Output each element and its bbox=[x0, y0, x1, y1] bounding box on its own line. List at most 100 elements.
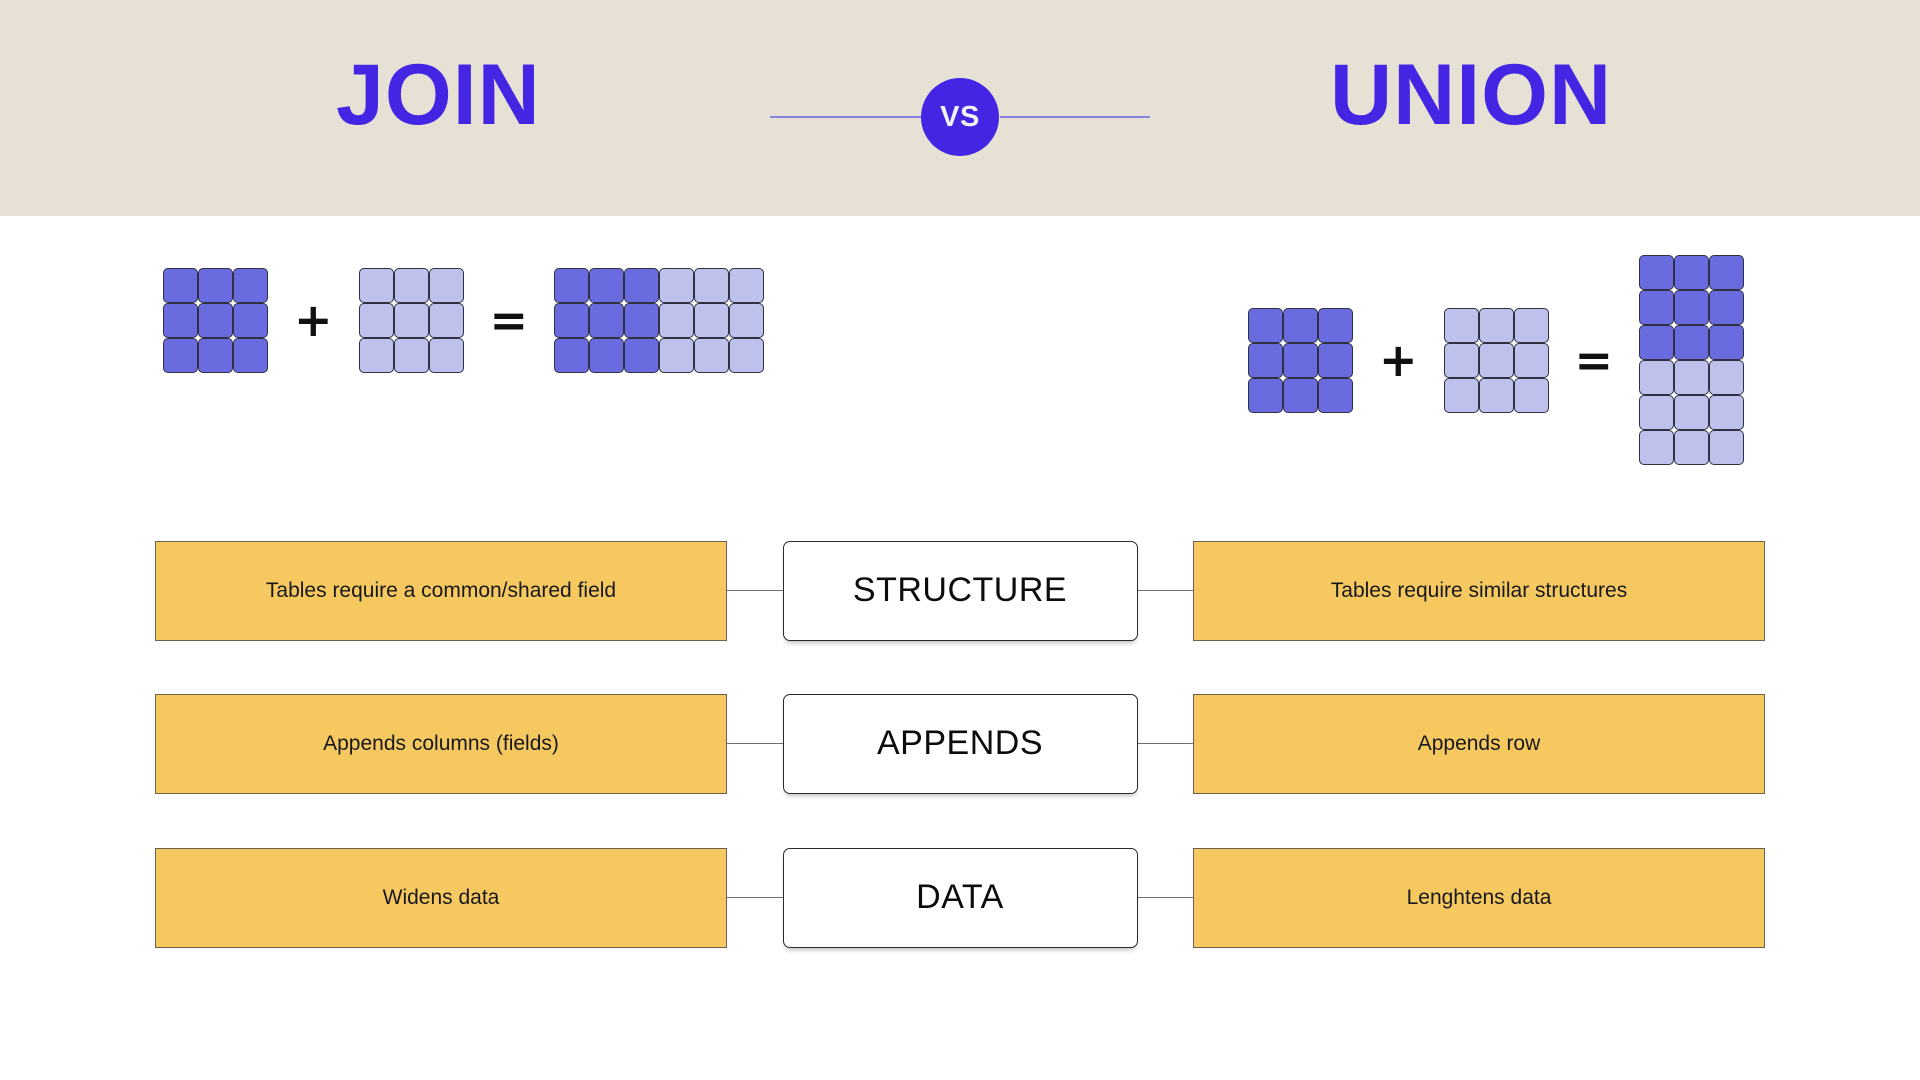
grid-cell-dark bbox=[1318, 307, 1353, 343]
grid-cell-dark bbox=[163, 337, 198, 373]
grid-cell-light bbox=[659, 337, 695, 373]
grid-cell-light bbox=[393, 337, 429, 373]
grid-cell-dark bbox=[554, 267, 590, 303]
grid-cell-light bbox=[1478, 307, 1514, 343]
grid-cell-light bbox=[659, 302, 695, 338]
grid-cell-light bbox=[1443, 307, 1479, 343]
grid-cell-dark bbox=[198, 337, 233, 373]
grid-cell-light bbox=[1478, 377, 1514, 413]
grid-cell-dark bbox=[1248, 377, 1283, 413]
comparison-row: Appends columns (fields) APPENDS Appends… bbox=[155, 691, 1765, 796]
comparison-label-box: DATA bbox=[782, 847, 1138, 948]
join-attribute-box: Appends columns (fields) bbox=[155, 693, 727, 794]
grid-cell-light bbox=[428, 267, 464, 303]
grid-cell-light bbox=[1513, 377, 1549, 413]
connector-line-left bbox=[727, 589, 783, 592]
grid-cell-light bbox=[694, 302, 730, 338]
grid-cell-dark bbox=[1283, 342, 1318, 378]
grid-cell-dark bbox=[198, 302, 233, 338]
vs-rule-left bbox=[770, 116, 930, 118]
grid-cell-dark bbox=[554, 302, 590, 338]
connector-line-right bbox=[1137, 589, 1193, 592]
grid-cell-light bbox=[393, 267, 429, 303]
join-operand-a-grid bbox=[163, 267, 268, 373]
join-operand-b-grid bbox=[358, 267, 464, 373]
comparison-label-box: STRUCTURE bbox=[782, 540, 1138, 641]
grid-cell-dark bbox=[1248, 307, 1283, 343]
page-title-union: UNION bbox=[1330, 47, 1613, 143]
grid-cell-light bbox=[1709, 395, 1745, 430]
comparison-label-box: APPENDS bbox=[782, 693, 1138, 794]
union-operand-a-grid bbox=[1248, 307, 1353, 413]
join-result-grid bbox=[554, 267, 765, 373]
grid-cell-light bbox=[1639, 395, 1675, 430]
grid-cell-dark bbox=[233, 337, 268, 373]
grid-cell-dark bbox=[1283, 307, 1318, 343]
grid-cell-light bbox=[1478, 342, 1514, 378]
grid-cell-light bbox=[358, 267, 394, 303]
grid-cell-dark bbox=[589, 267, 625, 303]
grid-cell-light bbox=[1443, 377, 1479, 413]
plus-symbol: + bbox=[1379, 333, 1418, 387]
header-band: JOIN VS UNION bbox=[0, 0, 1920, 216]
union-diagram: + = bbox=[1248, 220, 1745, 500]
union-operand-b-grid bbox=[1443, 307, 1549, 413]
grid-cell-dark bbox=[163, 267, 198, 303]
join-diagram: + = bbox=[163, 220, 765, 420]
vs-rule-right bbox=[1000, 116, 1150, 118]
grid-cell-dark bbox=[1283, 377, 1318, 413]
grid-cell-dark bbox=[233, 267, 268, 303]
grid-cell-dark bbox=[589, 302, 625, 338]
grid-cell-light bbox=[1674, 430, 1710, 465]
grid-cell-light bbox=[1513, 307, 1549, 343]
grid-cell-dark bbox=[198, 267, 233, 303]
equals-symbol: = bbox=[1574, 333, 1614, 387]
grid-cell-light bbox=[1443, 342, 1479, 378]
grid-cell-dark bbox=[589, 337, 625, 373]
grid-cell-dark bbox=[163, 302, 198, 338]
grid-cell-light bbox=[1513, 342, 1549, 378]
join-attribute-box: Widens data bbox=[155, 847, 727, 948]
union-result-grid bbox=[1639, 255, 1745, 465]
grid-cell-dark bbox=[1639, 255, 1675, 290]
join-attribute-box: Tables require a common/shared field bbox=[155, 540, 727, 641]
grid-cell-dark bbox=[624, 302, 660, 338]
grid-cell-light bbox=[694, 267, 730, 303]
grid-cell-dark bbox=[1674, 290, 1710, 325]
grid-cell-light bbox=[729, 302, 765, 338]
grid-cell-light bbox=[428, 337, 464, 373]
equals-symbol: = bbox=[489, 293, 529, 347]
grid-cell-light bbox=[729, 267, 765, 303]
grid-cell-light bbox=[729, 337, 765, 373]
grid-cell-dark bbox=[1674, 255, 1710, 290]
grid-cell-dark bbox=[1674, 325, 1710, 360]
grid-cell-light bbox=[694, 337, 730, 373]
grid-cell-light bbox=[358, 337, 394, 373]
grid-cell-dark bbox=[1248, 342, 1283, 378]
grid-cell-dark bbox=[624, 337, 660, 373]
grid-cell-dark bbox=[554, 337, 590, 373]
grid-cell-light bbox=[393, 302, 429, 338]
grid-cell-light bbox=[1639, 360, 1675, 395]
grid-cell-dark bbox=[233, 302, 268, 338]
connector-line-left bbox=[727, 742, 783, 745]
grid-cell-dark bbox=[624, 267, 660, 303]
grid-cell-light bbox=[1709, 360, 1745, 395]
grid-cell-light bbox=[659, 267, 695, 303]
connector-line-right bbox=[1137, 742, 1193, 745]
grid-cell-light bbox=[1674, 395, 1710, 430]
union-attribute-box: Tables require similar structures bbox=[1193, 540, 1765, 641]
grid-cell-dark bbox=[1709, 255, 1745, 290]
page-title-join: JOIN bbox=[336, 47, 541, 143]
connector-line-left bbox=[727, 896, 783, 899]
grid-cell-dark bbox=[1318, 377, 1353, 413]
grid-cell-dark bbox=[1709, 290, 1745, 325]
grid-cell-dark bbox=[1639, 290, 1675, 325]
grid-cell-light bbox=[1709, 430, 1745, 465]
grid-cell-light bbox=[1674, 360, 1710, 395]
grid-cell-light bbox=[428, 302, 464, 338]
vs-badge: VS bbox=[921, 78, 999, 156]
plus-symbol: + bbox=[294, 293, 333, 347]
connector-line-right bbox=[1137, 896, 1193, 899]
union-attribute-box: Appends row bbox=[1193, 693, 1765, 794]
